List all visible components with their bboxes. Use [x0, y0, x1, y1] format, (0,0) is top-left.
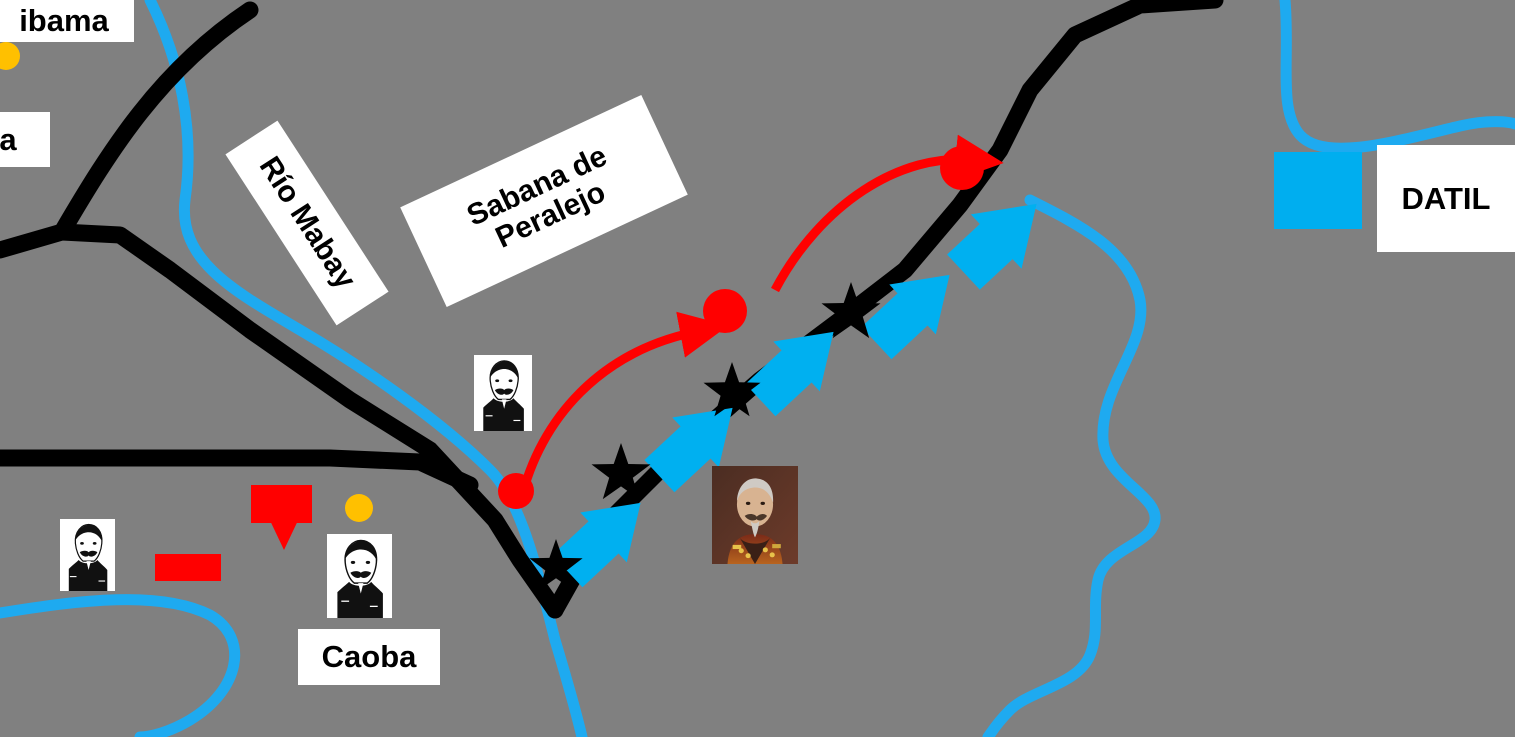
portrait-cuban-officer-west [60, 519, 115, 591]
portrait-maximo-gomez [327, 534, 392, 618]
river-caoba-south [0, 594, 241, 737]
place-label-clipped: a [0, 112, 50, 167]
cuban-infantry-symbol-pennant [271, 523, 297, 550]
spanish-advance-arrow-2 [644, 407, 733, 493]
cuban-position-east [940, 146, 984, 190]
cuban-attack-arrow-west [516, 311, 729, 502]
portrait-jose-marti [474, 355, 532, 431]
engagement-star-4 [821, 282, 881, 339]
road-northwest-branch [0, 223, 564, 619]
spanish-advance-arrow-5 [947, 203, 1037, 290]
river-mabay [144, 0, 588, 737]
engagement-star-2 [591, 443, 651, 500]
spanish-advance-arrow-4 [861, 274, 950, 360]
cuban-position-center [703, 289, 747, 333]
river-east-wiggle [982, 194, 1161, 737]
engagement-star-1 [529, 539, 583, 590]
road-north-arc [53, 1, 259, 241]
place-label-caoba: Caoba [298, 629, 440, 685]
spanish-advance-arrow-3 [745, 331, 834, 417]
place-label-datil: DATIL [1377, 145, 1515, 252]
portrait-martinez-campos [712, 466, 798, 564]
road-west-horizontal [0, 449, 479, 494]
cuban-infantry-symbol [251, 485, 312, 523]
engagement-star-3 [703, 362, 761, 417]
spanish-advance-arrow-1-body [552, 502, 641, 588]
town-dot-northwest [0, 42, 20, 70]
town-dot-caoba [345, 494, 373, 522]
datil-area-swatch [1274, 152, 1362, 229]
place-label-jibama: ibama [0, 0, 134, 42]
cuban-unit-symbol [155, 554, 221, 581]
spanish-advance-arrow-4-body [861, 274, 950, 360]
cuban-position-west [498, 473, 534, 509]
spanish-advance-arrow-3-body [745, 331, 834, 417]
spanish-advance-arrow-2-body [644, 407, 733, 493]
river-northeast-loop [1279, 0, 1515, 154]
spanish-advance-arrow-1 [552, 502, 641, 588]
spanish-advance-arrow-5-body [947, 203, 1037, 290]
